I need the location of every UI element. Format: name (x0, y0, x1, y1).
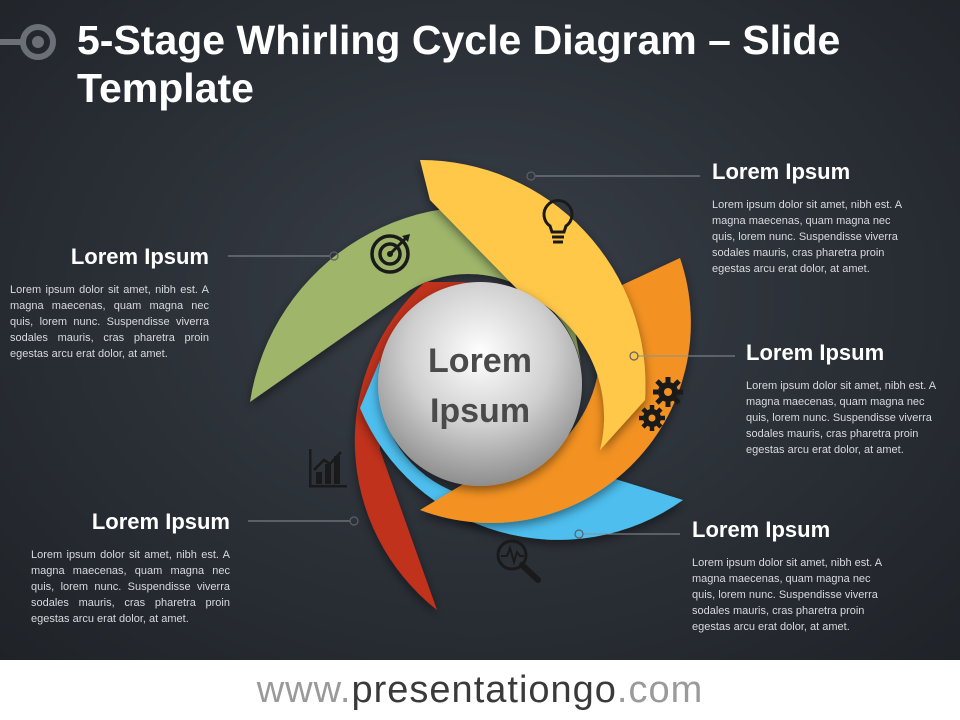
connector-dot-4 (349, 516, 359, 526)
stage-4-text: Lorem Ipsum Lorem ipsum dolor sit amet, … (31, 509, 230, 627)
stage-2-heading: Lorem Ipsum (746, 340, 885, 365)
slide: 5-Stage Whirling Cycle Diagram – Slide T… (0, 0, 960, 660)
footer-prefix: www. (256, 669, 352, 711)
center-label-line2: Ipsum (430, 392, 530, 430)
stage-3-body: Lorem ipsum dolor sit amet, nibh est. A … (692, 557, 882, 633)
title-ring-icon (0, 24, 56, 60)
stage-2-body: Lorem ipsum dolor sit amet, nibh est. A … (746, 380, 936, 456)
connector-dot-1 (526, 171, 536, 181)
stage-1-heading: Lorem Ipsum (712, 159, 851, 184)
connector-dot-5 (329, 251, 339, 261)
whirl-diagram: Lorem Ipsum (228, 159, 735, 610)
page-title: 5-Stage Whirling Cycle Diagram – Slide T… (77, 17, 841, 111)
magnifier-pulse-icon (496, 539, 541, 583)
stage-2-text: Lorem Ipsum Lorem ipsum dolor sit amet, … (746, 340, 942, 458)
stage-1-segment (420, 159, 646, 450)
lightbulb-icon (542, 199, 574, 244)
center-label-line1: Lorem (428, 342, 532, 380)
stage-1-body: Lorem ipsum dolor sit amet, nibh est. A … (712, 199, 902, 275)
connector-dot-2 (629, 351, 639, 361)
center-circle (378, 282, 582, 486)
stage-5-heading: Lorem Ipsum (70, 244, 209, 269)
stage-3-heading: Lorem Ipsum (692, 517, 831, 542)
stage-5-text: Lorem Ipsum Lorem ipsum dolor sit amet, … (10, 244, 209, 362)
bar-chart-icon (309, 449, 347, 488)
connector-dot-3 (574, 529, 584, 539)
gears-icon (639, 377, 683, 431)
stage-3-segment (360, 360, 683, 540)
stage-5-body: Lorem ipsum dolor sit amet, nibh est. A … (10, 284, 209, 360)
footer-brand: www.presentationgo.com (0, 660, 960, 720)
stage-3-text: Lorem Ipsum Lorem ipsum dolor sit amet, … (692, 517, 888, 635)
stage-1-text: Lorem Ipsum Lorem ipsum dolor sit amet, … (712, 159, 908, 277)
footer-suffix: .com (616, 669, 704, 711)
stage-4-heading: Lorem Ipsum (91, 509, 230, 534)
stage-4-segment (354, 282, 470, 610)
target-icon (370, 234, 410, 274)
footer-brand-name: presentationgo (351, 669, 617, 711)
stage-4-body: Lorem ipsum dolor sit amet, nibh est. A … (31, 549, 230, 625)
